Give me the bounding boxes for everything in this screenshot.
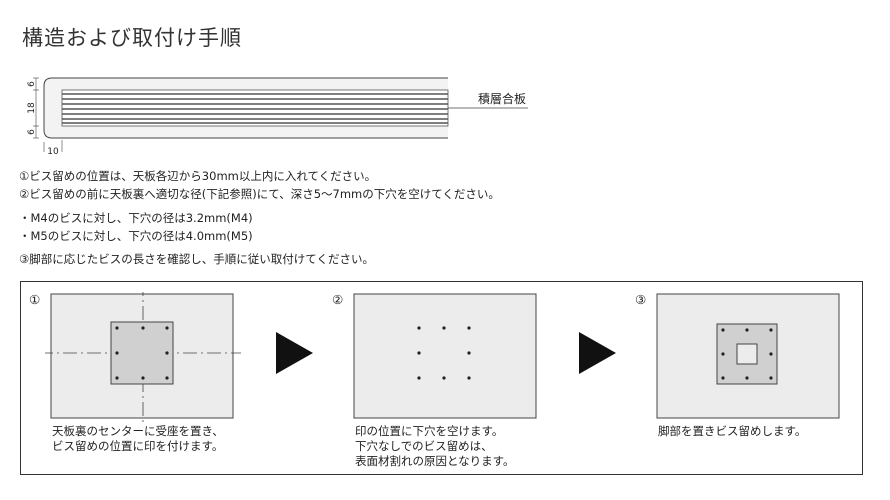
cross-section-diagram: 積層合板 6 18 6 10 [27, 77, 528, 157]
step-2-illustration [353, 293, 537, 419]
step-3-illustration [656, 293, 840, 419]
dim-horizontal-label: 10 [47, 147, 59, 157]
arrow-right-icon [579, 332, 616, 374]
dim-bottom-label: 6 [27, 129, 37, 135]
note-pilot-hole: ②ビス留めの前に天板裏へ適切な径(下記参照)にて、深さ5～7mmの下穴を空けてく… [19, 187, 500, 201]
dim-top-label: 6 [27, 81, 37, 87]
laminate-label: 積層合板 [478, 91, 526, 106]
step-1-number: ① [29, 292, 41, 307]
note-screw-position: ①ビス留めの位置は、天板各辺から30mm以上内に入れてください。 [19, 169, 377, 183]
step-2-number: ② [332, 292, 344, 307]
note-m5-diameter: ・M5のビスに対し、下穴の径は4.0mm(M5) [19, 229, 253, 243]
step-1-illustration [45, 292, 241, 424]
step-2-caption: 印の位置に下穴を空けます。 下穴なしでのビス留めは、 表面材割れの原因となります… [355, 424, 515, 468]
step-1-caption: 天板裏のセンターに受座を置き、 ビス留めの位置に印を付けます。 [52, 424, 224, 453]
dim-middle-label: 18 [27, 102, 37, 114]
page-title: 構造および取付け手順 [22, 26, 242, 50]
note-screw-length: ③脚部に応じたビスの長さを確認し、手順に従い取付けてください。 [19, 252, 374, 266]
note-m4-diameter: ・M4のビスに対し、下穴の径は3.2mm(M4) [19, 211, 253, 225]
step-3-number: ③ [635, 292, 647, 307]
step-3-caption: 脚部を置きビス留めします。 [658, 424, 807, 438]
installation-steps-box: ① 天板裏のセンターに受座を置き、 ビス留めの位置に印を付けます。 ② 印の位置… [20, 281, 863, 475]
arrow-right-icon [276, 332, 313, 374]
